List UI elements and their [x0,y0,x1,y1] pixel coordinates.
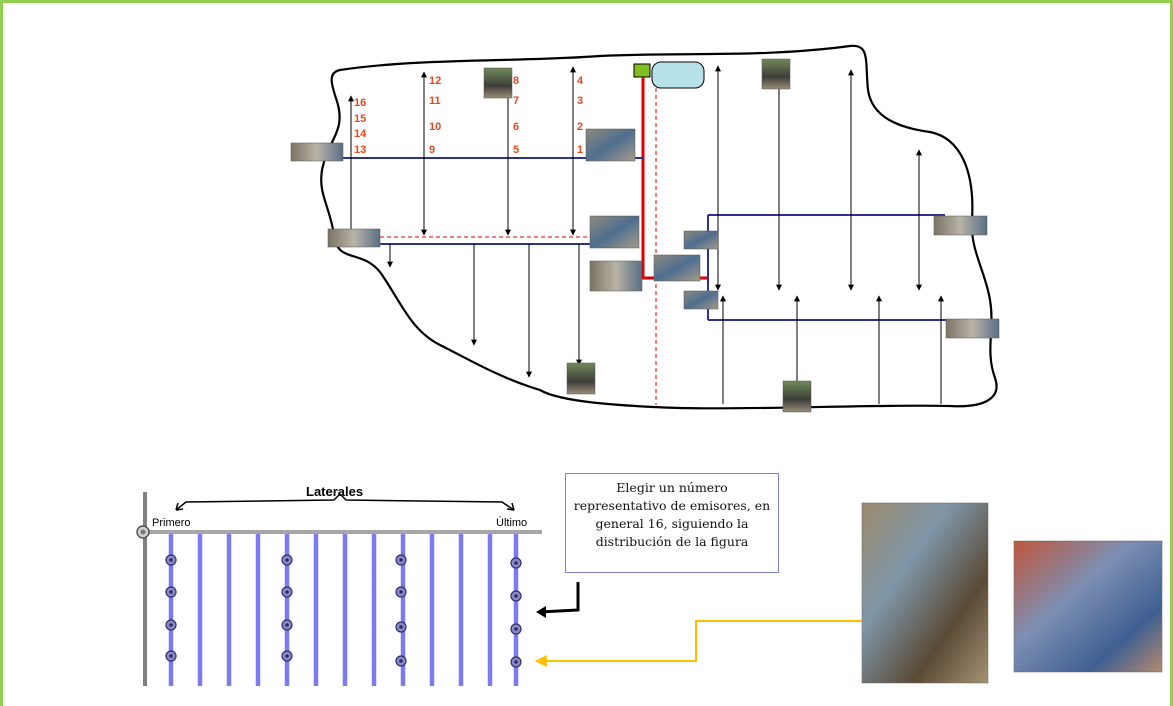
photo-to-emitter-arrow [534,620,862,667]
laterales-diagram: Laterales Primero Último [136,484,542,686]
photo-thumbnails [290,58,1000,413]
sample-number: 3 [577,95,583,107]
field-outline [320,44,998,410]
photo-thumbnail [585,128,636,162]
sample-number: 13 [354,144,366,156]
lateral-arrows [348,61,944,404]
sample-number: 1 [577,144,583,156]
lateral-lines [168,534,519,686]
photo-thumbnail [945,318,1000,339]
photo-thumbnail [589,215,640,249]
photo-measuring-emitter [861,502,989,684]
photo-measuring-volume [1013,540,1163,673]
sample-number: 7 [513,95,519,107]
photo-thumbnail [683,290,719,310]
callout-text: Elegir un número representativo de emiso… [573,480,771,549]
photo-thumbnail [327,228,381,248]
sample-number: 14 [354,128,367,140]
sample-number: 11 [429,95,441,107]
sample-number: 12 [429,75,441,87]
photo-thumbnail [933,215,988,236]
photo-thumbnail [290,142,344,162]
photo-thumbnail [782,380,812,413]
sample-number: 15 [354,113,366,125]
callout-box: Elegir un número representativo de emiso… [565,473,779,573]
valve-box [633,63,651,78]
last-lateral-label: Último [496,516,527,529]
sample-number: 2 [577,121,583,133]
photo-thumbnail [483,67,513,99]
callout-pointer-arrow [539,582,580,614]
photo-thumbnail [566,362,596,395]
sample-number: 16 [354,97,366,109]
photo-thumbnail [589,260,643,292]
photo-thumbnail [683,230,719,250]
sample-number: 6 [513,121,519,133]
laterales-title: Laterales [306,484,363,499]
photo-thumbnail [761,58,791,90]
water-tank [651,61,705,89]
sample-number: 8 [513,75,519,87]
sample-number: 9 [429,144,435,156]
sample-number: 10 [429,121,441,133]
sample-number: 5 [513,144,519,156]
photo-thumbnail [653,254,701,282]
first-lateral-label: Primero [152,517,191,529]
sample-number: 4 [577,75,584,87]
sample-numbers: 16 15 14 13 12 11 10 9 8 7 6 5 4 3 2 1 [354,75,584,156]
laterales-bracket [175,492,515,511]
